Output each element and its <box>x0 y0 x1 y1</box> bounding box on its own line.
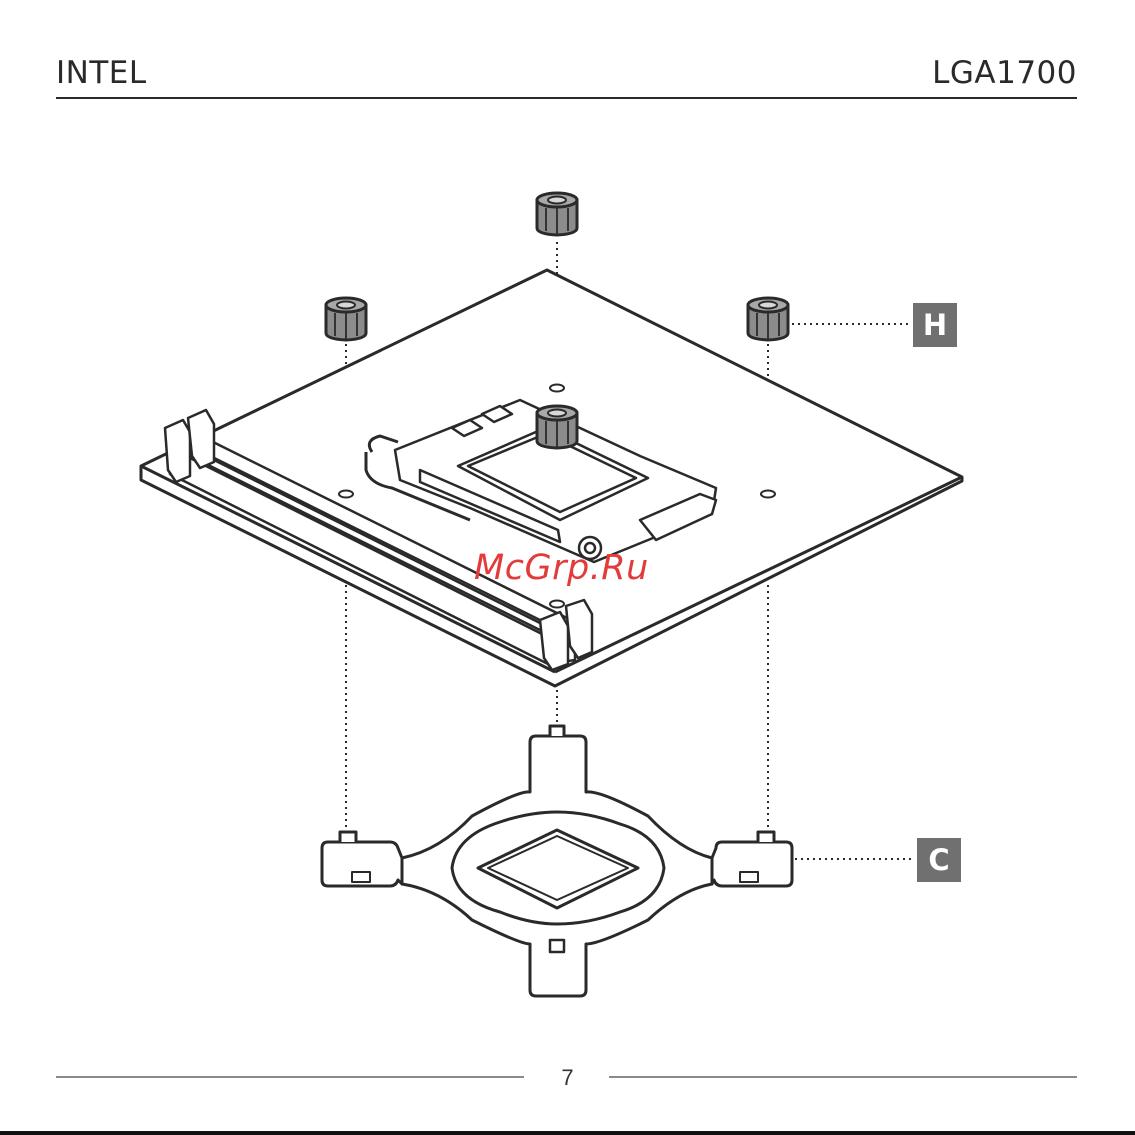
standoff-top <box>537 193 577 235</box>
backplate <box>322 726 792 996</box>
footer-rule-right <box>609 1076 1077 1078</box>
page-number: 7 <box>540 1065 595 1091</box>
watermark-text: McGrp.Ru <box>474 548 649 588</box>
standoff-right <box>748 298 788 340</box>
callout-label-c: C <box>917 838 961 882</box>
standoff-center <box>537 406 577 448</box>
standoff-left <box>326 298 366 340</box>
callout-label-h: H <box>913 303 957 347</box>
footer-rule-left <box>56 1076 524 1078</box>
bottom-edge-bar <box>0 1131 1135 1135</box>
